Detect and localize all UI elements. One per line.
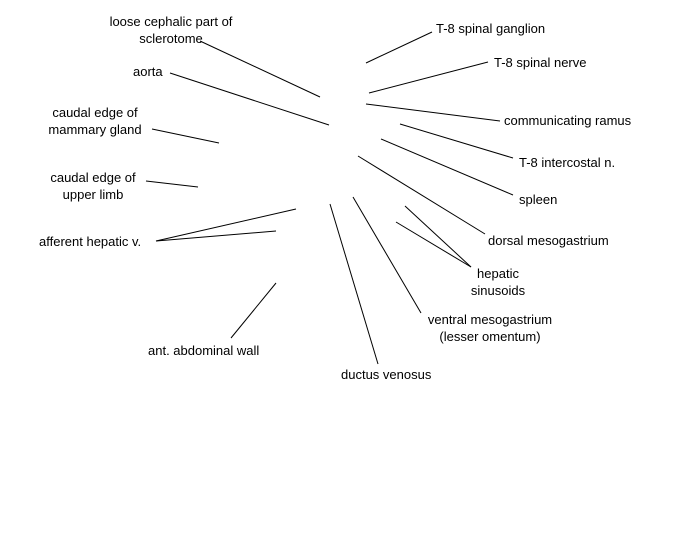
label-caudal-limb: caudal edge of upper limb bbox=[38, 169, 148, 203]
label-caudal-limb-line1: caudal edge of bbox=[50, 170, 136, 185]
label-loose-cephalic-line2: sclerotome bbox=[139, 31, 203, 46]
label-hepatic-sinusoids-line2: sinusoids bbox=[470, 283, 526, 298]
label-caudal-mammary-line2: mammary gland bbox=[48, 122, 142, 137]
leader-hepatic-sinusoids-1 bbox=[404, 205, 472, 268]
label-ventral-mesogastrium-line1: ventral mesogastrium bbox=[427, 312, 553, 327]
leader-t8-intercostal bbox=[399, 123, 514, 159]
label-ventral-mesogastrium-line2: (lesser omentum) bbox=[439, 329, 541, 344]
label-t8-spinal-nerve: T-8 spinal nerve bbox=[494, 55, 587, 70]
leader-aorta bbox=[169, 72, 330, 126]
label-communicating-ramus: communicating ramus bbox=[504, 113, 632, 128]
leader-ant-abdominal-wall bbox=[230, 282, 277, 339]
leader-dorsal-mesogastrium bbox=[357, 155, 486, 235]
leader-afferent-hepatic-2 bbox=[155, 230, 277, 242]
leader-ductus-venosus bbox=[329, 203, 379, 365]
label-aorta: aorta bbox=[133, 64, 163, 79]
label-t8-spinal-ganglion: T-8 spinal ganglion bbox=[436, 21, 546, 36]
leader-afferent-hepatic-1 bbox=[155, 208, 297, 242]
leader-caudal-mammary bbox=[151, 128, 220, 144]
label-afferent-hepatic: afferent hepatic v. bbox=[39, 234, 142, 249]
label-caudal-limb-line2: upper limb bbox=[62, 187, 124, 202]
label-caudal-mammary-line1: caudal edge of bbox=[52, 105, 138, 120]
label-loose-cephalic-line1: loose cephalic part of bbox=[109, 14, 233, 29]
leader-hepatic-sinusoids-2 bbox=[395, 221, 472, 268]
label-t8-intercostal: T-8 intercostal n. bbox=[519, 155, 616, 170]
label-dorsal-mesogastrium: dorsal mesogastrium bbox=[488, 233, 609, 248]
leader-loose-cephalic bbox=[199, 40, 321, 98]
label-ductus-venosus: ductus venosus bbox=[341, 367, 432, 382]
leader-communicating-ramus bbox=[365, 103, 501, 122]
leader-ventral-mesogastrium bbox=[352, 196, 422, 314]
leader-caudal-limb bbox=[145, 180, 199, 188]
leader-t8-spinal-ganglion bbox=[365, 31, 433, 64]
label-hepatic-sinusoids: hepatic sinusoids bbox=[458, 265, 538, 299]
label-caudal-mammary: caudal edge of mammary gland bbox=[36, 104, 154, 138]
label-spleen: spleen bbox=[519, 192, 558, 207]
label-ant-abdominal-wall: ant. abdominal wall bbox=[148, 343, 260, 358]
label-loose-cephalic: loose cephalic part of sclerotome bbox=[91, 13, 251, 47]
leader-spleen bbox=[380, 138, 514, 196]
label-ventral-mesogastrium: ventral mesogastrium (lesser omentum) bbox=[414, 311, 566, 345]
label-hepatic-sinusoids-line1: hepatic bbox=[477, 266, 519, 281]
leader-t8-spinal-nerve bbox=[368, 61, 489, 94]
